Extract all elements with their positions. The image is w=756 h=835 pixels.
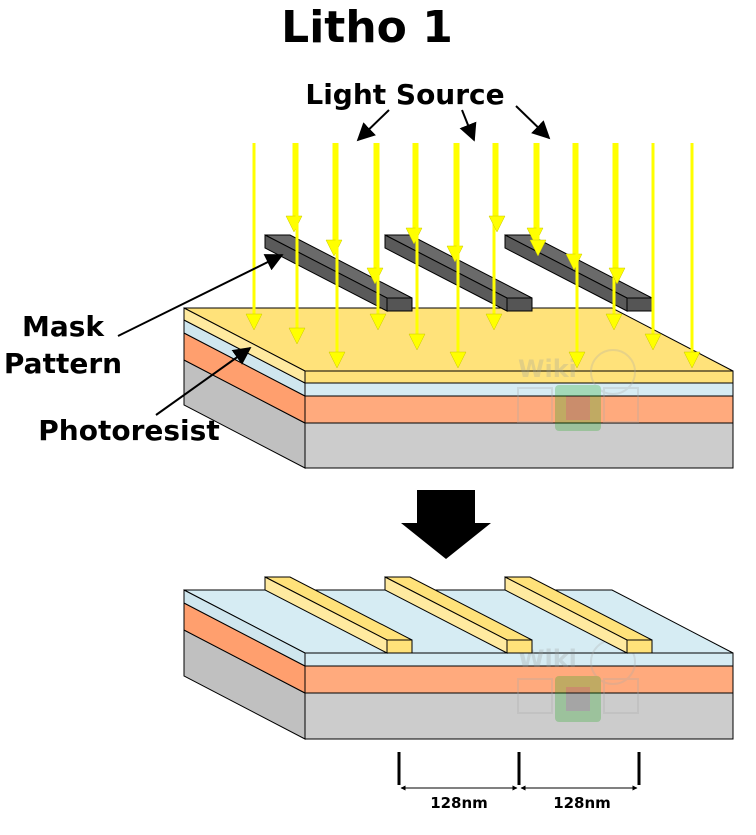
light-ray-arrowhead	[485, 313, 503, 331]
light-ray-arrowhead	[288, 327, 306, 345]
substrate-front	[304, 422, 734, 469]
light-ray-arrowhead	[285, 215, 303, 233]
resist-lines	[264, 576, 653, 654]
top-wafer-stack	[183, 307, 734, 469]
light-source-arrow	[356, 109, 390, 142]
light-ray-arrowhead	[328, 351, 346, 369]
pitch-label: 128nm	[553, 794, 611, 812]
light-ray-arrowhead	[325, 239, 343, 257]
light-ray-arrowhead	[608, 267, 626, 285]
dimension-markers: 128nm 128nm	[397, 752, 641, 812]
light-ray-arrowhead	[369, 313, 387, 331]
process-down-arrow	[401, 490, 491, 559]
light-ray-arrowhead	[644, 333, 662, 351]
light-ray-arrowhead	[529, 239, 547, 257]
light-source-arrow	[459, 109, 477, 142]
light-source-label: Light Source	[305, 78, 504, 111]
watermark-text: Wiki	[518, 355, 577, 383]
mask-pattern-label-line2: Pattern	[4, 347, 122, 380]
light-ray-arrowhead	[408, 333, 426, 351]
oxide-layer-side	[183, 589, 306, 667]
light-ray-arrowhead	[245, 313, 263, 331]
light-ray-arrowhead	[683, 351, 701, 369]
light-rays	[245, 143, 701, 369]
photoresist-arrow	[155, 346, 252, 416]
light-source-arrow	[515, 105, 551, 140]
mask-pattern-label-line1: Mask	[22, 310, 105, 343]
bottom-wafer-stack	[183, 589, 734, 740]
mask-pattern-arrow	[117, 254, 284, 337]
light-ray-arrowhead	[568, 351, 586, 369]
page-title: Litho 1	[281, 2, 453, 53]
pitch-label: 128nm	[430, 794, 488, 812]
light-ray-arrowhead	[605, 313, 623, 331]
watermark-logo-top: Wiki	[517, 349, 639, 431]
resist-line	[504, 576, 653, 654]
resist-line	[264, 576, 413, 654]
light-ray-arrowhead	[449, 351, 467, 369]
photoresist-label: Photoresist	[38, 414, 219, 447]
light-ray-arrowhead	[488, 215, 506, 233]
resist-line	[384, 576, 533, 654]
photoresist-side	[183, 307, 306, 384]
